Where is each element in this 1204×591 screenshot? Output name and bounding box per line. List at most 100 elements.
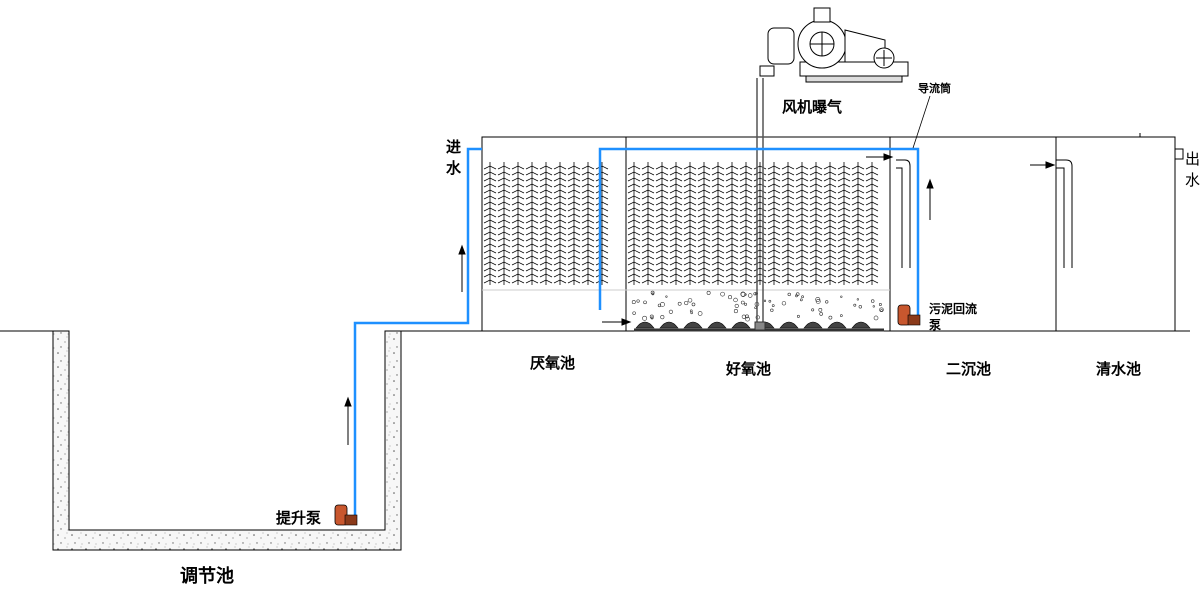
biofilm-media-anoxic: [483, 162, 609, 285]
media-fiber: [823, 255, 837, 260]
media-fiber: [553, 177, 567, 182]
bubble: [677, 301, 682, 306]
media-fiber: [655, 273, 669, 278]
diffuser-disc: [683, 321, 703, 329]
media-fiber: [567, 183, 581, 188]
media-fiber: [595, 255, 609, 260]
bubble: [825, 300, 829, 304]
media-fiber: [581, 249, 595, 254]
bubble: [689, 309, 693, 313]
media-fiber: [641, 219, 655, 224]
bubble: [801, 295, 804, 299]
media-fiber: [641, 279, 655, 284]
media-fiber: [655, 195, 669, 200]
media-fiber: [553, 231, 567, 236]
media-fiber: [483, 171, 497, 176]
media-fiber: [655, 189, 669, 194]
media-fiber: [539, 183, 553, 188]
media-fiber: [781, 243, 795, 248]
media-fiber: [553, 207, 567, 212]
media-fiber: [567, 243, 581, 248]
media-fiber: [595, 201, 609, 206]
media-fiber: [539, 177, 553, 182]
media-fiber: [711, 279, 725, 284]
media-fiber: [683, 189, 697, 194]
media-fiber: [697, 165, 711, 170]
media-fiber: [795, 183, 809, 188]
media-fiber: [809, 273, 823, 278]
media-fiber: [837, 207, 851, 212]
media-fiber: [655, 243, 669, 248]
media-fiber: [795, 267, 809, 272]
media-fiber: [511, 249, 525, 254]
media-fiber: [655, 237, 669, 242]
media-fiber: [837, 189, 851, 194]
media-fiber: [525, 273, 539, 278]
bubble: [787, 292, 791, 297]
media-fiber: [767, 165, 781, 170]
media-fiber: [683, 255, 697, 260]
media-fiber: [837, 177, 851, 182]
bubble: [642, 315, 648, 321]
media-fiber: [497, 267, 511, 272]
media-fiber: [511, 189, 525, 194]
media-fiber: [483, 255, 497, 260]
bubble: [651, 292, 655, 296]
media-fiber: [865, 171, 879, 176]
media-fiber: [711, 171, 725, 176]
bubble: [665, 295, 668, 298]
media-fiber: [497, 231, 511, 236]
diffuser-disc: [707, 321, 727, 329]
lift-pump-label: 提升泵: [276, 509, 322, 527]
biofilm-media-aerobic: [627, 162, 879, 285]
media-fiber: [539, 231, 553, 236]
media-fiber: [683, 183, 697, 188]
media-fiber: [753, 183, 767, 188]
media-fiber: [781, 165, 795, 170]
media-fiber: [851, 249, 865, 254]
media-fiber: [795, 165, 809, 170]
media-fiber: [497, 243, 511, 248]
media-fiber: [809, 255, 823, 260]
media-fiber: [581, 273, 595, 278]
media-fiber: [823, 183, 837, 188]
media-fiber: [581, 213, 595, 218]
diffuser-disc: [827, 321, 847, 329]
media-fiber: [627, 273, 641, 278]
media-fiber: [767, 243, 781, 248]
media-fiber: [641, 249, 655, 254]
media-fiber: [823, 243, 837, 248]
media-fiber: [851, 165, 865, 170]
media-fiber: [739, 255, 753, 260]
media-fiber: [753, 261, 767, 266]
media-fiber: [837, 267, 851, 272]
media-fiber: [725, 195, 739, 200]
media-fiber: [627, 267, 641, 272]
media-fiber: [809, 261, 823, 266]
media-fiber: [511, 219, 525, 224]
media-fiber: [781, 177, 795, 182]
media-fiber: [795, 195, 809, 200]
media-fiber: [567, 255, 581, 260]
bubble: [872, 305, 875, 308]
media-fiber: [581, 207, 595, 212]
bubble: [734, 303, 739, 309]
media-fiber: [595, 243, 609, 248]
media-fiber: [711, 207, 725, 212]
media-fiber: [553, 183, 567, 188]
media-fiber: [753, 273, 767, 278]
media-fiber: [725, 261, 739, 266]
media-fiber: [781, 237, 795, 242]
media-fiber: [823, 201, 837, 206]
media-fiber: [809, 243, 823, 248]
media-fiber: [823, 237, 837, 242]
media-fiber: [581, 177, 595, 182]
media-fiber: [553, 255, 567, 260]
media-fiber: [581, 219, 595, 224]
media-fiber: [525, 183, 539, 188]
media-fiber: [567, 213, 581, 218]
media-fiber: [553, 243, 567, 248]
bubble: [650, 290, 655, 295]
media-fiber: [739, 177, 753, 182]
media-fiber: [739, 231, 753, 236]
